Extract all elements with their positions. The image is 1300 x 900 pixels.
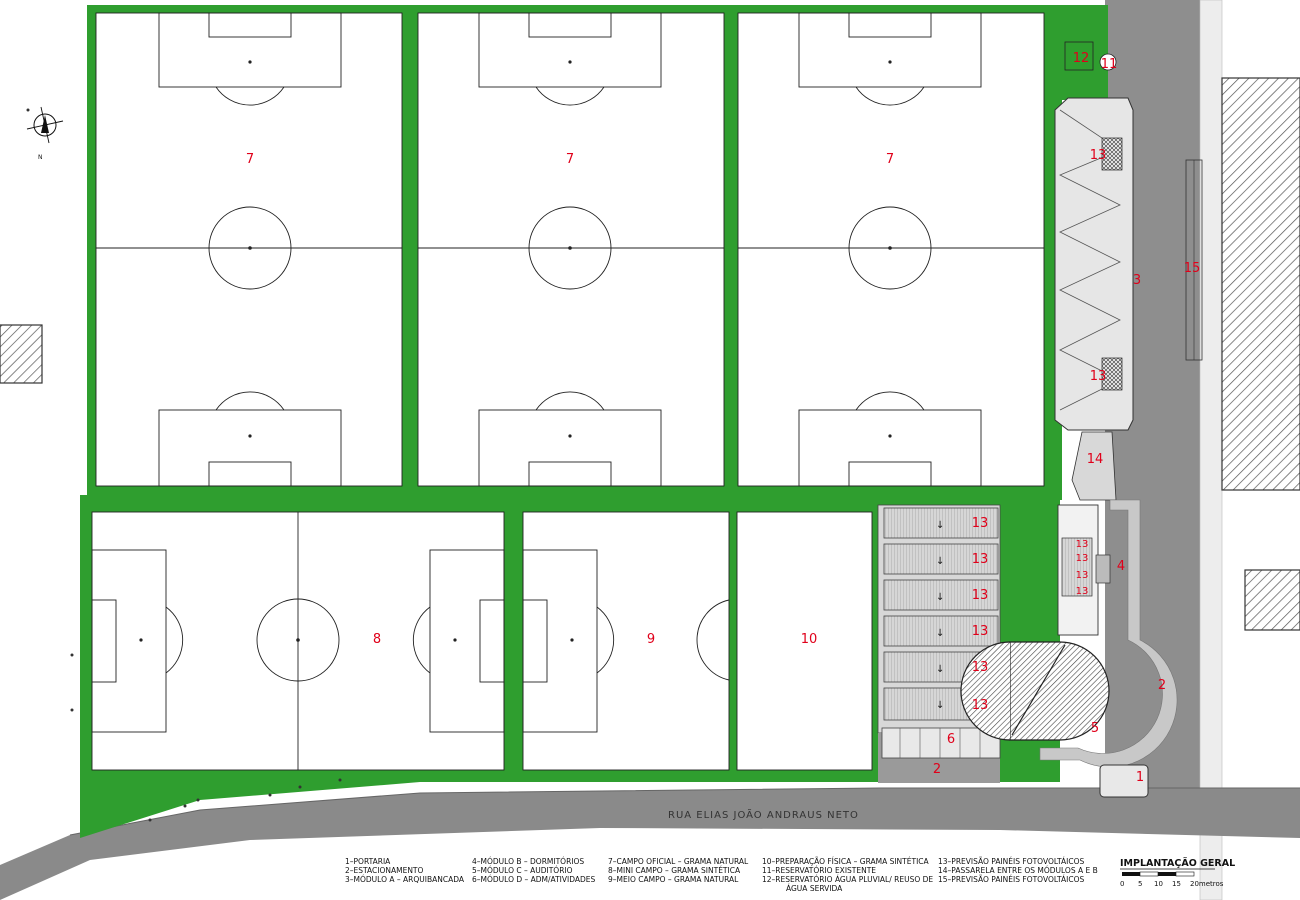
legend-item: ÁGUA SERVIDA	[786, 884, 843, 893]
scale-bar: 0 5 10 15 20metros	[1120, 871, 1224, 888]
label-preparacao-fisica: 10	[801, 632, 818, 647]
bottom-fields	[91, 511, 873, 771]
legend-item: 8–MINI CAMPO – GRAMA SINTÉTICA	[608, 866, 741, 875]
reservoir-12	[1064, 41, 1094, 71]
road-edge	[69, 787, 1300, 836]
legend-item: 12–RESERVATÓRIO ÁGUA PLUVIAL/ REUSO DE	[762, 875, 933, 884]
neighbor-building-right-small	[1244, 569, 1300, 631]
solar-parking: ↓ ↓ ↓ ↓ ↓ ↓	[877, 504, 1001, 783]
legend: 1–PORTARIA 2–ESTACIONAMENTO 3–MÓDULO A –…	[345, 857, 1098, 893]
label-solar-c-4: 13	[972, 624, 989, 639]
scale-tick: 15	[1172, 880, 1181, 888]
scale-tick: 5	[1138, 880, 1142, 888]
drawing-title: IMPLANTAÇÃO GERAL	[1120, 858, 1235, 869]
label-modulo-c: 5	[1091, 721, 1099, 736]
official-fields	[95, 12, 1045, 487]
field-spots	[248, 60, 892, 438]
right-buildings	[960, 41, 1203, 798]
field-7-a	[95, 12, 403, 487]
reservoir-11	[1099, 53, 1117, 71]
label-campo-oficial-2: 7	[566, 152, 574, 167]
legend-item: 3–MÓDULO A – ARQUIBANCADA	[345, 875, 465, 884]
north-label: N	[38, 154, 43, 161]
legend-item: 10–PREPARAÇÃO FÍSICA – GRAMA SINTÉTICA	[762, 857, 930, 866]
svg-text:↓: ↓	[936, 700, 944, 711]
legend-item: 13–PREVISÃO PAINÉIS FOTOVOLTÁICOS	[938, 857, 1084, 866]
field-7-c	[737, 12, 1045, 487]
label-solar-b-4: 13	[1076, 586, 1089, 597]
tree-markers	[26, 108, 342, 822]
label-portaria: 1	[1136, 770, 1144, 785]
scale-tick: 0	[1120, 880, 1124, 888]
label-solar-c-2: 13	[972, 552, 989, 567]
svg-text:↓: ↓	[936, 628, 944, 639]
legend-item: 4–MÓDULO B – DORMITÓRIOS	[472, 857, 584, 866]
gatehouse-1	[1099, 764, 1149, 798]
road-name: RUA ELIAS JOÃO ANDRAUS NETO	[668, 808, 859, 821]
label-mini-campo: 8	[373, 632, 381, 647]
legend-item: 2–ESTACIONAMENTO	[345, 866, 424, 875]
field-9	[522, 511, 730, 771]
label-estacionamento-2: 2	[1158, 678, 1166, 693]
svg-text:↓: ↓	[936, 520, 944, 531]
label-campo-oficial-3: 7	[886, 152, 894, 167]
module-c-auditorium	[1009, 641, 1110, 741]
legend-item: 14–PASSARELA ENTRE OS MÓDULOS A E B	[938, 866, 1098, 875]
label-solar-b-2: 13	[1076, 553, 1089, 564]
legend-item: 6–MÓDULO D – ADM/ATIVIDADES	[472, 875, 596, 884]
label-reservatorio-existente: 11	[1101, 57, 1118, 72]
label-solar-a-top: 13	[1090, 148, 1107, 163]
label-modulo-b: 4	[1117, 559, 1125, 574]
label-solar-c-1: 13	[972, 516, 989, 531]
bottom-field-spots	[139, 638, 574, 642]
svg-text:↓: ↓	[936, 592, 944, 603]
label-solar-15: 15	[1184, 261, 1201, 276]
legend-item: 9–MEIO CAMPO – GRAMA NATURAL	[608, 875, 739, 884]
area-labels: 7 7 7 8 9 10 11 12 13 13 3 15 14 13 13 1…	[246, 51, 1200, 785]
label-modulo-d: 6	[947, 732, 955, 747]
svg-text:↓: ↓	[936, 556, 944, 567]
label-reservatorio-pluvial: 12	[1073, 51, 1090, 66]
walkway-14	[1071, 431, 1117, 501]
scale-tick: 20metros	[1190, 880, 1224, 888]
label-solar-b-1: 13	[1076, 539, 1089, 550]
right-sidewalk	[1199, 0, 1223, 900]
legend-item: 1–PORTARIA	[345, 857, 391, 866]
north-arrow: N	[26, 106, 64, 161]
solar-a-top	[1101, 137, 1123, 171]
label-solar-c-6: 13	[972, 698, 989, 713]
legend-item: 7–CAMPO OFICIAL – GRAMA NATURAL	[608, 857, 749, 866]
access-road	[1039, 499, 1178, 768]
legend-item: 5–MÓDULO C – AUDITÓRIO	[472, 866, 573, 875]
label-solar-c-5: 13	[972, 660, 989, 675]
solar-a-bottom	[1101, 357, 1123, 391]
legend-item: 11–RESERVATÓRIO EXISTENTE	[762, 866, 876, 875]
label-meio-campo: 9	[647, 632, 655, 647]
neighbor-building-right	[1221, 77, 1300, 491]
label-solar-b-3: 13	[1076, 570, 1089, 581]
legend-item: 15–PREVISÃO PAINÉIS FOTOVOLTÁICOS	[938, 875, 1084, 884]
module-d	[881, 727, 1001, 759]
neighbor-building-left	[0, 324, 43, 384]
label-passarela: 14	[1087, 452, 1104, 467]
label-solar-a-bottom: 13	[1090, 369, 1107, 384]
scale-tick: 10	[1154, 880, 1163, 888]
svg-text:↓: ↓	[936, 664, 944, 675]
field-10	[736, 511, 873, 771]
label-estacionamento-1: 2	[933, 762, 941, 777]
field-7-b	[417, 12, 725, 487]
module-a-grandstand	[1054, 97, 1134, 431]
label-campo-oficial-1: 7	[246, 152, 254, 167]
label-solar-c-3: 13	[972, 588, 989, 603]
main-road	[0, 788, 1300, 900]
label-modulo-a: 3	[1133, 273, 1141, 288]
